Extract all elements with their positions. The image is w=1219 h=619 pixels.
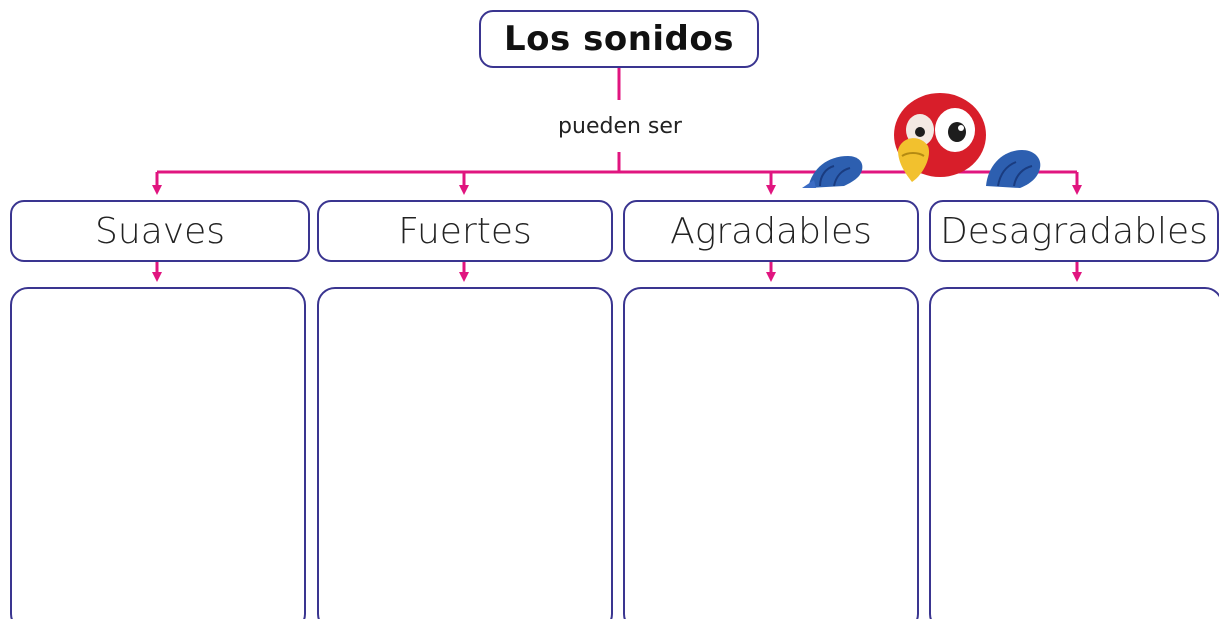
answer-box-desagradables[interactable]: [929, 287, 1219, 619]
category-box-fuertes: Fuertes: [317, 200, 613, 262]
answer-box-agradables[interactable]: [623, 287, 919, 619]
answer-box-fuertes[interactable]: [317, 287, 613, 619]
category-label: Agradables: [670, 210, 872, 252]
category-label: Suaves: [95, 210, 225, 252]
category-box-desagradables: Desagradables: [929, 200, 1219, 262]
title-box: Los sonidos: [479, 10, 759, 68]
answer-box-suaves[interactable]: [10, 287, 306, 619]
diagram-title: Los sonidos: [504, 19, 734, 59]
parrot-left-claw: [802, 156, 863, 188]
parrot-head: [894, 93, 986, 182]
category-box-suaves: Suaves: [10, 200, 310, 262]
category-box-agradables: Agradables: [623, 200, 919, 262]
parrot-right-claw: [986, 150, 1041, 188]
parrot-icon: [802, 93, 1041, 188]
category-label: Fuertes: [398, 210, 532, 252]
connector-label: pueden ser: [520, 114, 720, 139]
category-label: Desagradables: [940, 210, 1208, 252]
